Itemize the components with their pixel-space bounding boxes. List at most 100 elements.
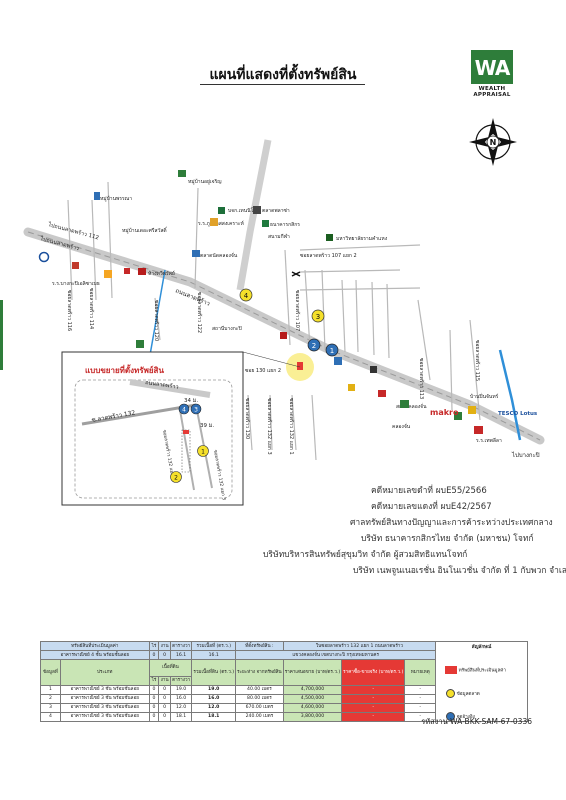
- row-price-sqw: -: [341, 684, 406, 695]
- plaintiff: บริษัท ธนาคารกสิกรไทย จำกัด (มหาชน) โจทก…: [361, 534, 534, 544]
- row-wa: 12.0: [169, 702, 193, 713]
- canal: [498, 349, 522, 441]
- inset-connector: [242, 351, 301, 368]
- comparison-table: ทรัพย์สินที่ประเมินมูลค่า ไร่ งาน ตารางว…: [40, 641, 528, 722]
- row-rai: 0: [148, 711, 160, 722]
- road-label-7: ซอยลาดพร้าว 122: [196, 292, 203, 333]
- inset-title: แบบขยายที่ตั้งทรัพย์สิน: [85, 364, 164, 375]
- landmark-icon: [348, 384, 355, 391]
- subject-area: 16.1: [191, 650, 237, 660]
- landmark-label-3: บจก.เทนนิโก้: [228, 207, 256, 214]
- inset-ref-marker-3: [190, 403, 202, 415]
- road-label-9: ซอยลาดพร้าว 107: [294, 290, 301, 331]
- row-dist: 670.00 เมตร: [235, 702, 284, 713]
- row-rai: 0: [148, 684, 160, 695]
- landmark-label-2: หมู่บ้านพรรณา: [100, 195, 132, 202]
- logo-mark: [471, 50, 513, 84]
- landmark-icon: [218, 207, 225, 214]
- landmark-icon: [468, 406, 476, 414]
- row-rai: 0: [148, 702, 160, 713]
- legend-item: ข้อมูลตลาด: [437, 688, 526, 698]
- landmark-icon: [94, 192, 100, 200]
- row-dist: 240.00 เมตร: [235, 711, 284, 722]
- road-label-12: ซอยลาดพร้าว 132 แยก 1: [288, 398, 295, 455]
- landmark-icon: [454, 412, 462, 420]
- row-area: 19.0: [191, 684, 237, 695]
- legend-header: สัญลักษณ์: [471, 645, 492, 650]
- row-dist: 40.00 เมตร: [235, 684, 284, 695]
- landmark-label-11: ตลาดพลาซ่า: [262, 208, 290, 214]
- col-land: เนื้อที่ดิน: [148, 659, 193, 677]
- subject-wa: 16.1: [169, 650, 193, 660]
- landmark-icon: [178, 170, 186, 177]
- row-wa: 16.0: [169, 693, 193, 704]
- row-area: 12.0: [191, 702, 237, 713]
- hdr-wa: ตารางวา: [169, 641, 193, 651]
- soi-roads: [67, 181, 481, 461]
- landmark-label-5: ธนาคารกสิกร: [270, 221, 300, 228]
- col-price: ราคาเสนอขาย (บาท/ตร.ว.): [282, 659, 343, 686]
- inset-marker-label: 3: [194, 407, 198, 414]
- hdr-location: ที่ตั้งทรัพย์สิน :: [235, 641, 284, 651]
- landmark-label-10: หมู่บ้านเดอะศรีสวัสดิ์: [122, 226, 168, 234]
- company-logo: WA WEALTH APPRAISAL: [462, 50, 522, 98]
- road-label-13: ซอยลาดพร้าว 132 แยก 3: [266, 398, 273, 455]
- subject-property-marker: [297, 362, 303, 370]
- inset-distance-1: 34 ม.: [184, 398, 198, 404]
- row-ngan: 0: [158, 693, 171, 704]
- legend-item: ทรัพย์สินที่ประเมินมูลค่า: [437, 666, 526, 675]
- landmark-label-9: มหาวิทยาลัยรามคำแหง: [336, 235, 388, 242]
- row-price-sqw: -: [341, 702, 406, 713]
- landmark-label-8: ร.ร.บางกะปิเอลิซาเบธ: [52, 280, 100, 287]
- landmark-icon: [400, 400, 409, 408]
- title-underline: [200, 84, 365, 85]
- logo-letters: WA: [474, 56, 511, 80]
- col-ngan: งาน: [158, 675, 171, 686]
- road-label-10: ซอยลาดพร้าว 130: [244, 398, 251, 439]
- legend-label: จุดอ้างอิง: [456, 714, 475, 720]
- inset-marker-label: 2: [174, 475, 178, 482]
- location-text-2: แขวงคลองจั่น เขตบางกะปิ กรุงเทพมหานคร: [235, 650, 437, 660]
- landmark-icon: [192, 250, 200, 257]
- inset-soi-sub: [179, 409, 195, 491]
- row-type: อาคารพาณิชย์ 3 ชั้น พร้อมชั้นลอย: [59, 684, 150, 695]
- landmark-label-16: สถานีบางกะปิ: [212, 325, 242, 332]
- col-total: รวมเนื้อที่ดิน (ตร.ว.): [191, 659, 237, 686]
- landmark-label-14: ร.ร.เทพลีลา: [476, 437, 502, 444]
- inset-market-marker-1: [197, 445, 209, 457]
- landmark-icon: [370, 366, 377, 373]
- row-note: -: [404, 702, 437, 713]
- landmark-icon: [378, 390, 386, 397]
- page-title: แผนที่แสดงที่ตั้งทรัพย์สิน: [209, 67, 357, 83]
- row-ngan: 0: [158, 711, 171, 722]
- job-code: รหัสงาน WA-BKK-SAM-67-0336: [421, 717, 532, 726]
- legend-label: ทรัพย์สินที่ประเมินมูลค่า: [458, 668, 506, 674]
- row-type: อาคารพาณิชย์ 3 ชั้น พร้อมชั้นลอย: [59, 711, 150, 722]
- compass-label: N: [490, 138, 497, 147]
- landmark-icon: [210, 218, 218, 226]
- row-type: อาคารพาณิชย์ 3 ชั้น พร้อมชั้นลอย: [59, 693, 150, 704]
- col-no: ข้อมูลที่: [40, 659, 61, 686]
- marker-label: 4: [244, 292, 249, 300]
- legend: สัญลักษณ์ ทรัพย์สินที่ประเมินมูลค่า ข้อม…: [435, 641, 528, 722]
- road-label-11: ซอย 130 แยก 2: [245, 368, 281, 374]
- inset-market-marker-2: [170, 471, 182, 483]
- row-price-sqw: -: [341, 693, 406, 704]
- market-data-marker-4: [239, 288, 253, 302]
- legend-swatch-blue: [446, 711, 456, 721]
- compass-icon: N: [469, 118, 517, 166]
- case-red-number: คดีหมายเลขแดงที่ ผบE42/2567: [371, 502, 492, 512]
- marker-label: 3: [316, 313, 320, 321]
- road-vertical-north: [236, 139, 272, 291]
- legend-swatch-yellow: [446, 688, 456, 698]
- market-data-marker-3: [311, 309, 325, 323]
- inset-road-label: ถนนลาดพร้าว: [145, 379, 179, 391]
- subject-rai: 0: [148, 650, 160, 660]
- row-wa: 19.0: [169, 684, 193, 695]
- inset-ref-marker-4: [178, 403, 190, 415]
- row-price: 3,800,000: [282, 711, 343, 722]
- marker-label: 2: [312, 342, 316, 350]
- road-label-6: ซอยลาดพร้าว 120: [153, 300, 160, 341]
- row-ngan: 0: [158, 684, 171, 695]
